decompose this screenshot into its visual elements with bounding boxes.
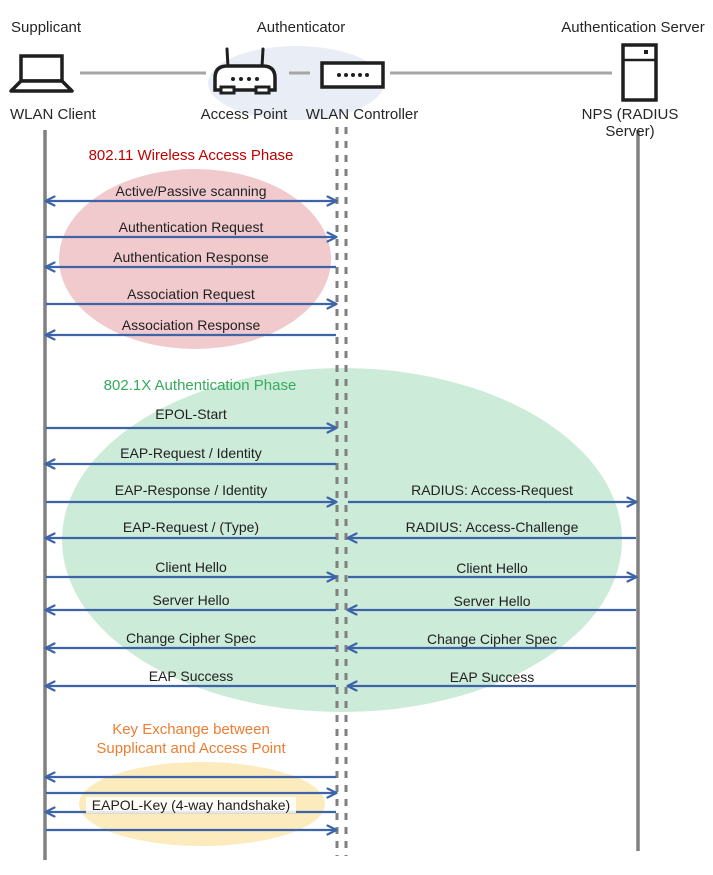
message-label: Change Cipher Spec xyxy=(427,631,557,647)
phase3-title: Key Exchange between Supplicant and Acce… xyxy=(96,721,286,757)
message-label: RADIUS: Access-Challenge xyxy=(405,519,579,535)
phase2-title: 802.1X Authentication Phase xyxy=(103,377,297,394)
message-label: RADIUS: Access-Request xyxy=(411,482,573,498)
message-label: Client Hello xyxy=(155,559,227,575)
label-wlan-client: WLAN Client xyxy=(10,106,96,123)
label-nps-radius-server: NPS (RADIUS Server) xyxy=(581,106,679,140)
access-point-icon xyxy=(213,47,277,95)
label-access-point: Access Point xyxy=(200,106,288,123)
message-label: EAP Success xyxy=(449,669,535,685)
message-label: Authentication Request xyxy=(118,219,264,235)
message-label: Server Hello xyxy=(453,593,531,609)
server-icon xyxy=(621,43,658,102)
role-authentication-server: Authentication Server xyxy=(561,19,705,36)
message-label: EAP-Response / Identity xyxy=(114,482,268,498)
message-label: EAP-Request / (Type) xyxy=(122,519,260,535)
message-label: Change Cipher Spec xyxy=(126,630,256,646)
role-supplicant: Supplicant xyxy=(11,19,82,36)
message-label: Server Hello xyxy=(152,592,230,608)
laptop-icon xyxy=(9,54,74,93)
wlan-controller-icon xyxy=(320,61,385,89)
message-label: Active/Passive scanning xyxy=(115,183,267,199)
phase1-title: 802.11 Wireless Access Phase xyxy=(88,147,294,164)
message-label: Association Response xyxy=(121,317,261,333)
message-label: EAP Success xyxy=(148,668,234,684)
message-label: EAP-Request / Identity xyxy=(120,445,262,461)
message-label: EAPOL-Key (4-way handshake) xyxy=(46,796,336,814)
phase2-ellipse xyxy=(62,368,622,712)
label-wlan-controller: WLAN Controller xyxy=(305,106,419,123)
lifelines xyxy=(43,127,640,860)
message-label: Authentication Response xyxy=(113,249,269,265)
role-authenticator: Authenticator xyxy=(256,19,346,36)
message-label: EPOL-Start xyxy=(155,406,227,422)
message-label: Association Request xyxy=(127,286,255,302)
message-label: Client Hello xyxy=(456,560,528,576)
